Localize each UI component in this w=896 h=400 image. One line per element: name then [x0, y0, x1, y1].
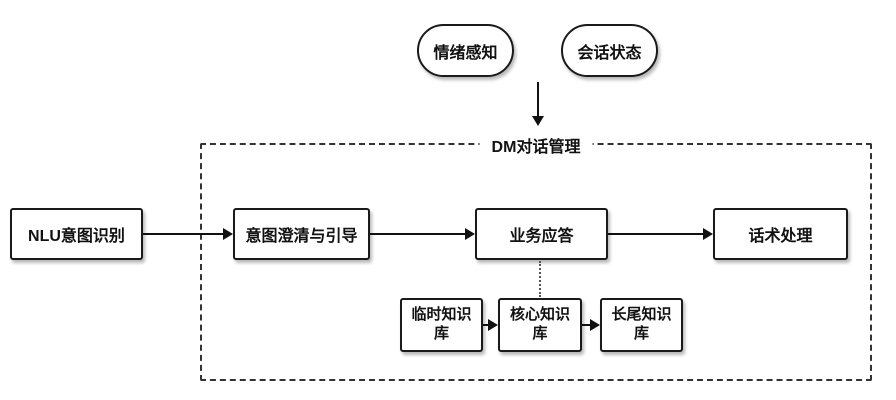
node-session-state: 会话状态	[561, 24, 658, 77]
dotted-link-business-to-core-kb	[539, 261, 541, 297]
node-core-knowledge-base: 核心知识库	[498, 298, 582, 352]
node-business-response-label: 业务应答	[509, 228, 574, 245]
node-longtail-knowledge-base: 长尾知识库	[600, 298, 683, 352]
node-session-state-label: 会话状态	[577, 44, 642, 62]
arrow-core-to-longtail-kb	[582, 319, 600, 331]
dm-container-title: DM对话管理	[479, 133, 593, 157]
arrow-inputs-to-dm	[532, 82, 544, 126]
node-intent-clarification: 意图澄清与引导	[233, 208, 370, 260]
arrow-business-to-script	[608, 228, 713, 240]
node-business-response: 业务应答	[475, 208, 608, 260]
node-temporary-knowledge-base-label: 临时知识库	[411, 306, 472, 342]
node-longtail-knowledge-base-label: 长尾知识库	[611, 306, 672, 342]
dm-container: DM对话管理	[200, 133, 872, 381]
node-intent-clarification-label: 意图澄清与引导	[245, 228, 358, 245]
node-temporary-knowledge-base: 临时知识库	[400, 298, 483, 352]
node-script-processing: 话术处理	[713, 208, 848, 260]
node-script-processing-label: 话术处理	[748, 228, 813, 245]
node-core-knowledge-base-label: 核心知识库	[509, 306, 570, 342]
arrow-temp-to-core-kb	[483, 319, 498, 331]
node-nlu-intent-recognition: NLU意图识别	[10, 208, 143, 260]
node-emotion-perception: 情绪感知	[417, 24, 514, 77]
node-emotion-perception-label: 情绪感知	[433, 44, 498, 62]
arrow-clarification-to-business	[370, 228, 475, 240]
arrow-nlu-to-clarification	[143, 228, 233, 240]
node-nlu-intent-recognition-label: NLU意图识别	[28, 228, 125, 245]
